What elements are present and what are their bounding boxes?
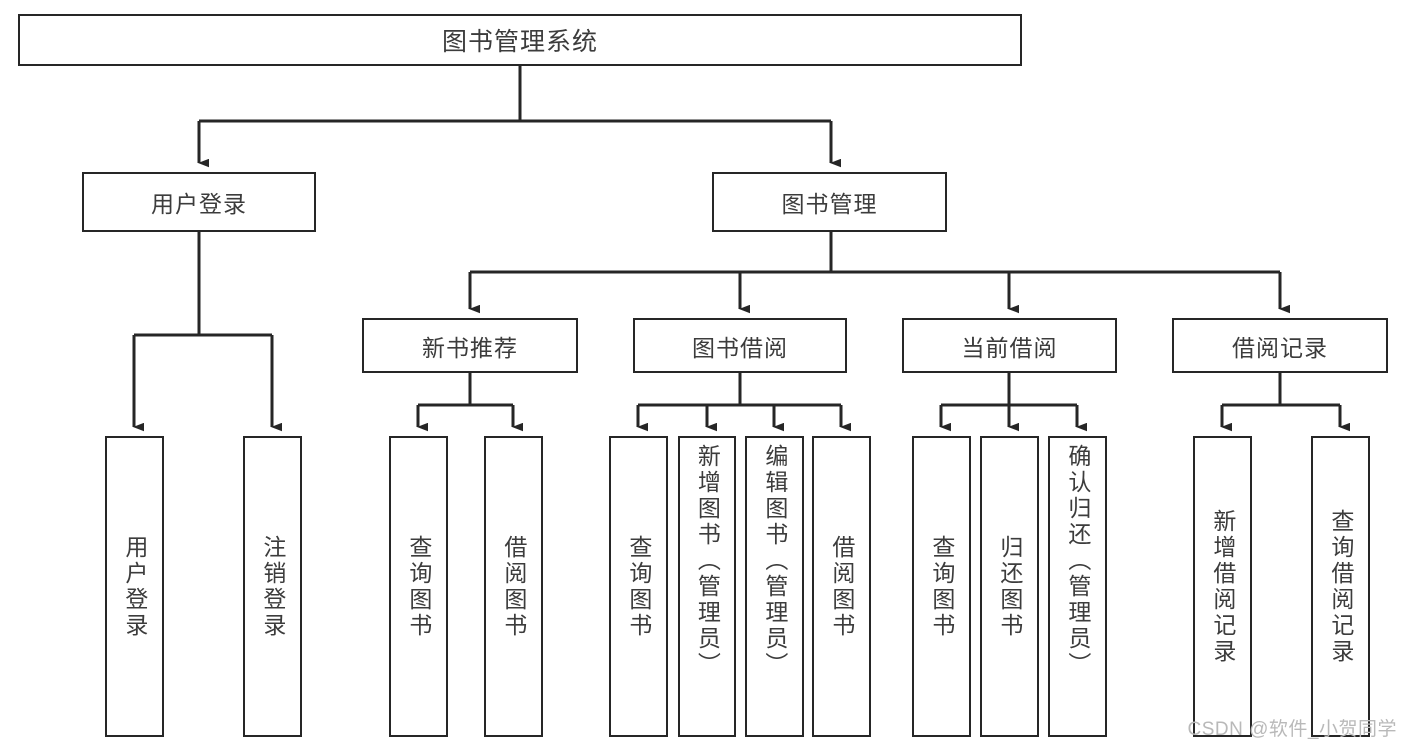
node-label: 注销登录 [259, 534, 286, 639]
node-label: 图书管理系统 [441, 28, 598, 56]
node-label: 确认归还（管理员） [1064, 444, 1091, 678]
node-label: 查询借阅记录 [1327, 508, 1354, 665]
node-label: 新增图书（管理员） [694, 444, 721, 678]
node-label: 当前借阅 [961, 334, 1058, 361]
node-label: 借阅图书 [828, 534, 855, 639]
node-borrow-record[interactable]: 借阅记录 [1172, 318, 1388, 373]
node-label: 图书管理 [781, 191, 878, 217]
node-label: 借阅图书 [500, 534, 527, 639]
node-root-book-management-system[interactable]: 图书管理系统 [18, 14, 1022, 66]
node-leaf-book-borrow-borrow-book[interactable]: 借阅图书 [812, 436, 871, 737]
node-label: 查询图书 [625, 534, 652, 639]
watermark: CSDN @软件_小贺同学 [1187, 719, 1397, 740]
node-leaf-book-borrow-edit-book[interactable]: 编辑图书（管理员） [745, 436, 804, 737]
node-label: 用户登录 [121, 534, 148, 639]
node-leaf-new-book-borrow[interactable]: 借阅图书 [484, 436, 543, 737]
node-user-login[interactable]: 用户登录 [82, 172, 316, 232]
node-leaf-book-borrow-query[interactable]: 查询图书 [609, 436, 668, 737]
node-leaf-user-login-logout[interactable]: 注销登录 [243, 436, 302, 737]
node-new-book-recommend[interactable]: 新书推荐 [362, 318, 578, 373]
node-leaf-book-borrow-add-book[interactable]: 新增图书（管理员） [678, 436, 736, 737]
node-leaf-current-borrow-query[interactable]: 查询图书 [912, 436, 971, 737]
node-current-borrow[interactable]: 当前借阅 [902, 318, 1117, 373]
node-label: 查询图书 [405, 534, 432, 639]
node-leaf-user-login-login[interactable]: 用户登录 [105, 436, 164, 737]
node-leaf-current-borrow-return[interactable]: 归还图书 [980, 436, 1039, 737]
node-label: 编辑图书（管理员） [761, 444, 788, 678]
node-label: 查询图书 [928, 534, 955, 639]
node-label: 用户登录 [151, 191, 247, 217]
node-book-management[interactable]: 图书管理 [712, 172, 947, 232]
node-book-borrow[interactable]: 图书借阅 [633, 318, 847, 373]
node-leaf-current-borrow-confirm-return[interactable]: 确认归还（管理员） [1048, 436, 1107, 737]
node-label: 新增借阅记录 [1209, 508, 1236, 665]
node-label: 图书借阅 [692, 334, 788, 361]
node-leaf-new-book-query[interactable]: 查询图书 [389, 436, 448, 737]
node-label: 新书推荐 [422, 334, 518, 361]
node-label: 借阅记录 [1232, 334, 1328, 361]
node-label: 归还图书 [996, 534, 1023, 639]
node-leaf-borrow-record-add[interactable]: 新增借阅记录 [1193, 436, 1252, 737]
node-leaf-borrow-record-query[interactable]: 查询借阅记录 [1311, 436, 1370, 737]
